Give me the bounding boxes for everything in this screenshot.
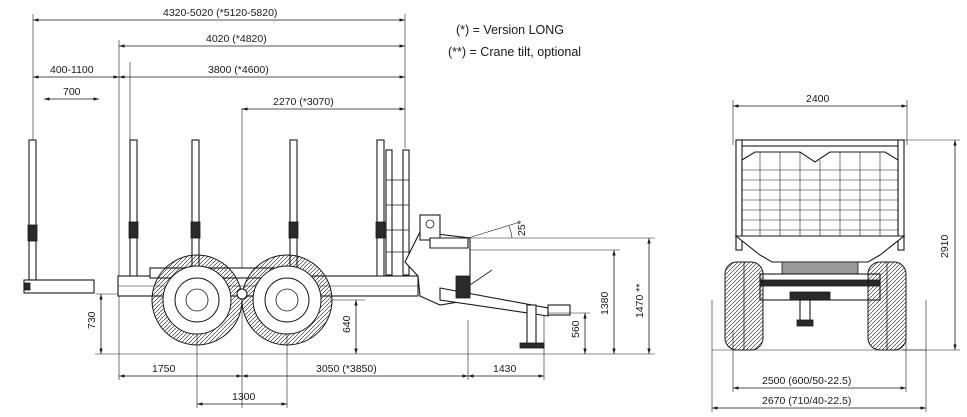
dim-height-frame: 730 (86, 311, 98, 329)
dim-overall-length: 4320-5020 (*5120-5820) (163, 7, 277, 19)
wheel-rear (151, 254, 243, 346)
dim-axle-spacing: 1300 (232, 391, 256, 403)
wheel-front (241, 254, 333, 346)
dim-axle-to-drawbar: 3050 (*3850) (316, 363, 377, 375)
legend-version-long: (*) = Version LONG (456, 23, 564, 37)
dim-extension: 400-1100 (50, 64, 94, 76)
dim-width-tyres-a: 2500 (600/50-22.5) (762, 375, 851, 387)
stakes (27, 139, 410, 281)
dim-bunk-span: 3800 (*4600) (208, 64, 269, 76)
dim-extension-min: 700 (63, 86, 81, 98)
legend-crane-tilt: (**) = Crane tilt, optional (448, 45, 581, 59)
dim-height-axle: 640 (341, 315, 353, 333)
dim-tilt-angle: 25° (516, 220, 528, 236)
bogie-pivot (236, 288, 248, 300)
rear-view: 2400 2910 (711, 93, 960, 412)
dim-drawbar: 1430 (493, 363, 517, 375)
dim-axle-to-front: 2270 (*3070) (273, 96, 334, 108)
dim-height-support: 560 (570, 320, 582, 338)
dim-bunk-width: 2400 (806, 93, 830, 105)
dim-height-crane-tilt: 1470 ** (634, 284, 646, 318)
dim-rear-to-axle: 1750 (152, 363, 176, 375)
dim-width-tyres-b: 2670 (710/40-22.5) (762, 395, 851, 407)
dim-frame-length: 4020 (*4820) (206, 33, 267, 45)
side-view: 4320-5020 (*5120-5820) 4020 (*4820) 3800… (23, 7, 655, 408)
rear-extension-beam (23, 279, 95, 294)
dim-height-total: 2910 (939, 234, 951, 258)
dim-height-crane-base: 1380 (599, 291, 611, 315)
